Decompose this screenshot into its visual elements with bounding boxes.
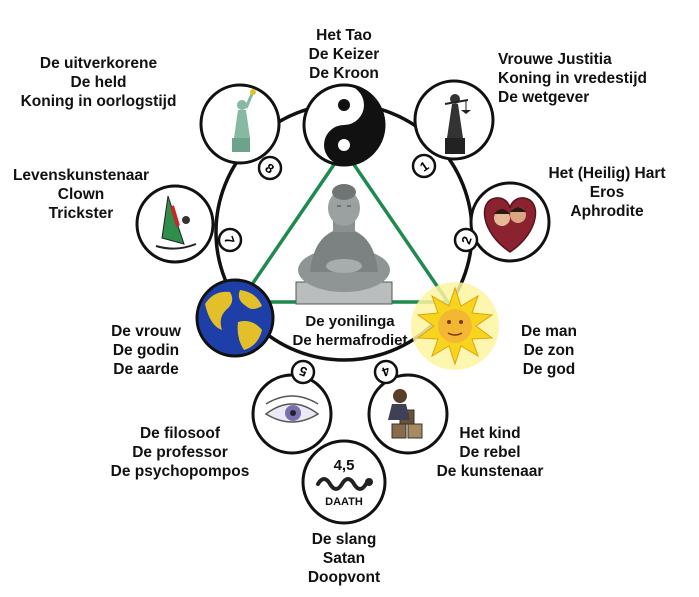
label-vrouw: De vrouw De godin De aarde <box>111 323 181 378</box>
svg-text:2: 2 <box>458 234 475 246</box>
justice-statue-icon <box>413 79 495 161</box>
eye-icon <box>251 373 333 455</box>
number-badge-2: 2 <box>453 227 479 253</box>
label-tao: Het Tao De Keizer De Kroon <box>308 27 380 82</box>
yin-yang-icon <box>302 83 386 167</box>
svg-text:7: 7 <box>221 234 238 246</box>
daath-caption: DAATH <box>325 496 363 508</box>
heart-couple-icon <box>469 181 551 263</box>
label-kind: Het kind De rebel De kunstenaar <box>436 425 544 480</box>
label-center: De yonilinga De hermafrodiet <box>292 313 408 349</box>
buddha-icon <box>295 184 393 305</box>
sun-face-icon <box>411 282 499 370</box>
number-badge-8: 8 <box>257 155 283 181</box>
child-blocks-icon <box>367 373 449 455</box>
number-badge-7: 7 <box>217 227 243 253</box>
daath-badge: 4,5 <box>334 457 355 474</box>
earth-globe-icon <box>195 278 275 358</box>
label-slang: De slang Satan Doopvont <box>307 531 381 586</box>
label-man: De man De zon De god <box>521 323 577 378</box>
number-badge-5: 5 <box>290 359 316 385</box>
number-badge-1: 1 <box>411 153 437 179</box>
svg-text:5: 5 <box>297 363 309 380</box>
statue-of-liberty-icon <box>199 83 281 165</box>
serpent-icon <box>301 439 387 525</box>
label-filosoof: De filosoof De professor De psychopompos <box>110 425 250 480</box>
windsurfer-icon <box>135 184 215 264</box>
number-badge-4: 4 <box>373 359 399 385</box>
label-held: De uitverkorene De held Koning in oorlog… <box>20 55 177 110</box>
label-justitia: Vrouwe Justitia Koning in vredestijd De … <box>498 51 647 106</box>
label-hart: Het (Heilig) Hart Eros Aphrodite <box>548 165 666 220</box>
label-trickster: Levenskunstenaar Clown Trickster <box>12 167 150 222</box>
